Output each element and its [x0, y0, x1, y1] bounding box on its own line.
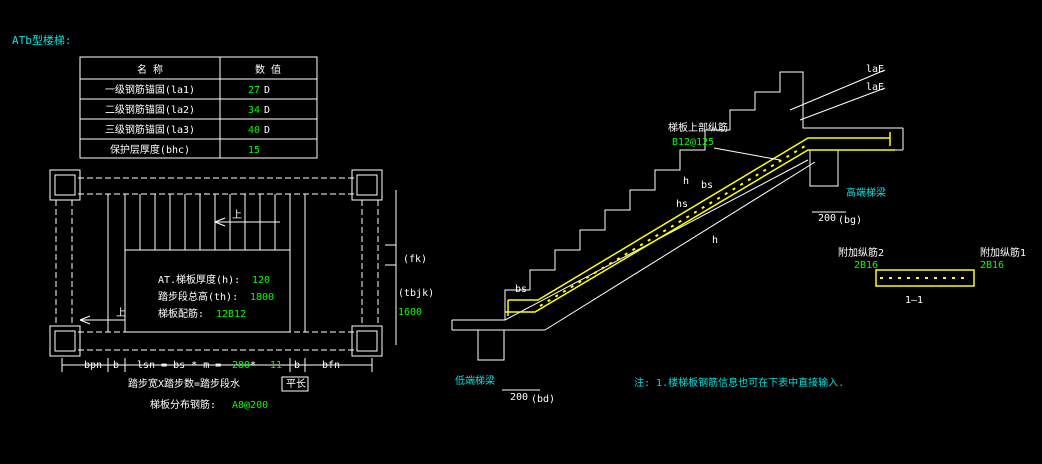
bs-label-lower: bs: [515, 284, 527, 295]
lae-label-top: laE: [866, 64, 884, 75]
distribution-rebar-label: 梯板分布钢筋:: [150, 398, 216, 411]
bs-value[interactable]: 280: [232, 360, 250, 371]
lower-up-arrow: 上: [79, 307, 126, 325]
bs-label-upper: bs: [701, 180, 713, 191]
section-detail-1-1: 附加纵筋2 2B16 附加纵筋1 2B16 1—1: [838, 246, 1026, 306]
column: [49, 325, 81, 357]
high-beam-label: 高端梯梁: [846, 186, 886, 199]
slab-rebar-value[interactable]: 12B12: [216, 309, 246, 320]
step-note: 踏步宽X踏步数=踏步段水: [128, 377, 240, 390]
table-cell-unit: D: [264, 125, 270, 136]
slab-rebar-label: 梯板配筋:: [158, 307, 204, 320]
bfn-label: bfn: [322, 360, 340, 371]
table-cell-name: 三级钢筋锚固(la3): [105, 123, 195, 136]
right-dimension: (fk) (tbjk) 1600: [385, 190, 434, 345]
bpn-label: bpn: [84, 360, 102, 371]
b-label-right: b: [294, 360, 300, 371]
note-text: 注: 1.楼梯板钢筋信息也可在下表中直接输入.: [634, 376, 844, 389]
bottom-dimension: bpn b lsn = bs * m = 280 * 11 b bfn: [61, 358, 373, 372]
up-label-lower: 上: [116, 307, 126, 319]
section-mark: 1—1: [905, 295, 923, 306]
table-cell-name: 保护层厚度(bhc): [110, 143, 190, 156]
table-row[interactable]: 一级钢筋锚固(la1) 27 D: [105, 83, 270, 96]
table-cell-value[interactable]: 27: [248, 85, 260, 96]
low-beam-label: 低端梯梁: [455, 374, 495, 387]
low-end-beam: [477, 329, 505, 361]
table-header-name: 名 称: [137, 63, 163, 76]
distribution-rebar-value[interactable]: A8@200: [232, 400, 268, 411]
lsn-formula: lsn = bs * m =: [137, 360, 221, 371]
add-rebar-2-label: 附加纵筋2: [838, 246, 884, 259]
parameter-table: 名 称 数 值 一级钢筋锚固(la1) 27 D 二级钢筋锚固(la2) 34 …: [79, 56, 318, 159]
total-height-label: 踏步段总高(th):: [158, 290, 238, 303]
stair-plan-view: 上 上 AT.梯板厚度(h): 120 踏步段总高(th): 1800 梯板配筋…: [49, 169, 434, 411]
b-label-left: b: [113, 360, 119, 371]
table-cell-value[interactable]: 34: [248, 105, 260, 116]
plan-info: AT.梯板厚度(h): 120 踏步段总高(th): 1800 梯板配筋: 12…: [158, 273, 274, 320]
table-cell-name: 二级钢筋锚固(la2): [105, 103, 195, 116]
fk-label: (fk): [403, 254, 427, 265]
table-cell-value[interactable]: 40: [248, 125, 260, 136]
column: [49, 169, 81, 201]
m-value[interactable]: 11: [270, 360, 282, 371]
bg-value[interactable]: 200: [818, 213, 836, 224]
times-sign: *: [250, 360, 256, 371]
table-row[interactable]: 三级钢筋锚固(la3) 40 D: [105, 123, 270, 136]
add-rebar-1-value[interactable]: 2B16: [980, 260, 1004, 271]
table-cell-unit: D: [264, 85, 270, 96]
top-rebar-value[interactable]: B12@125: [672, 137, 714, 148]
h-label-lower: h: [712, 235, 718, 246]
bd-label: (bd): [531, 394, 555, 405]
add-rebar-1-label: 附加纵筋1: [980, 246, 1026, 259]
table-cell-unit: D: [264, 105, 270, 116]
hs-label: hs: [676, 199, 688, 210]
column: [351, 169, 383, 201]
tbjk-label: (tbjk): [398, 288, 434, 299]
total-height-value[interactable]: 1800: [250, 292, 274, 303]
up-label: 上: [232, 209, 242, 221]
table-cell-name: 一级钢筋锚固(la1): [105, 83, 195, 96]
table-header-value: 数 值: [255, 63, 281, 76]
stair-section-view: laE laE 梯板上部纵筋 B12@125 bs hs h h bs 高端梯梁…: [451, 64, 904, 405]
slab-thickness-label: AT.梯板厚度(h):: [158, 273, 240, 286]
drawing-title: ATb型楼梯:: [12, 33, 72, 47]
table-cell-value[interactable]: 15: [248, 145, 260, 156]
bg-label: (bg): [838, 215, 862, 226]
up-arrow: 上: [214, 209, 280, 227]
top-rebar-label: 梯板上部纵筋: [668, 121, 728, 134]
step-note-tail: 平长: [286, 378, 306, 390]
high-end-beam: [809, 149, 839, 187]
slab-thickness-value[interactable]: 120: [252, 275, 270, 286]
table-row[interactable]: 二级钢筋锚固(la2) 34 D: [105, 103, 270, 116]
column: [351, 325, 383, 357]
add-rebar-2-value[interactable]: 2B16: [854, 260, 878, 271]
table-row[interactable]: 保护层厚度(bhc) 15: [110, 143, 260, 156]
bd-value[interactable]: 200: [510, 392, 528, 403]
h-label-upper: h: [683, 176, 689, 187]
tbjk-value[interactable]: 1600: [398, 307, 422, 318]
stair-treads: [107, 194, 306, 333]
step-note-box: [281, 376, 309, 392]
lae-label-second: laE: [866, 82, 884, 93]
